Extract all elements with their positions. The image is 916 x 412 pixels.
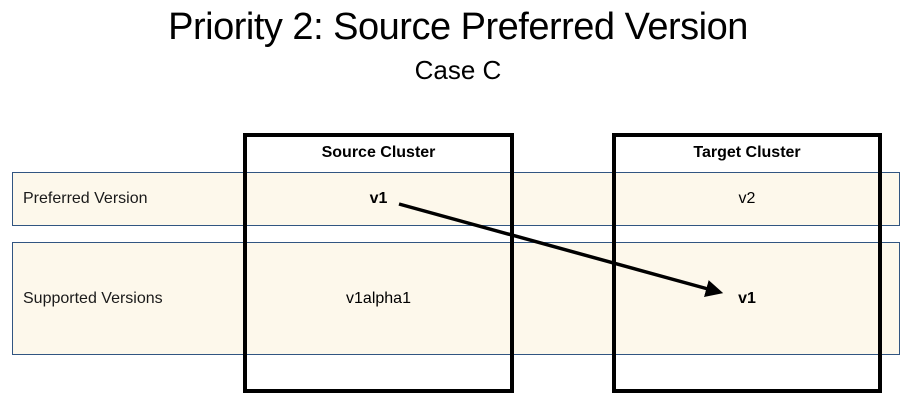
cell-source-supported-versions: v1alpha1 — [346, 289, 411, 307]
slide-subtitle: Case C — [414, 55, 502, 85]
cell-source-preferred-version: v1 — [369, 190, 388, 207]
cell-target-preferred-version: v2 — [738, 190, 756, 207]
row-preferred-version-label: Preferred Version — [23, 190, 148, 207]
cell-target-supported-versions: v1 — [738, 289, 756, 307]
slide-title: Priority 2: Source Preferred Version — [168, 6, 748, 48]
target-cluster-header: Target Cluster — [693, 143, 801, 161]
source-cluster-header: Source Cluster — [321, 143, 436, 161]
row-supported-versions-label: Supported Versions — [23, 289, 163, 307]
